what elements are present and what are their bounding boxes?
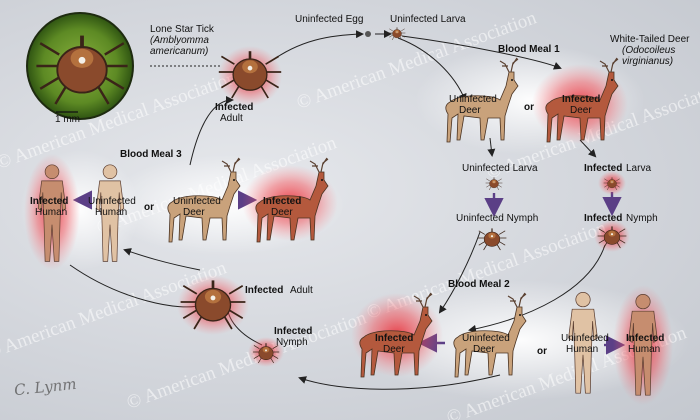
infected-adult-bottom-label-2: Adult <box>290 285 313 296</box>
infected-deer-middle-label-2: Deer <box>271 207 293 218</box>
infected-human-left-label: Infected <box>30 196 69 207</box>
infected-nymph-bottom-label: Infected <box>274 326 313 337</box>
deer-species-label: (Odocoileus <box>622 45 676 56</box>
infected-larva-label: Infected <box>584 163 623 174</box>
uninfected-deer-bottom-label-2: Deer <box>473 344 495 355</box>
tick-magnified-image <box>26 12 220 120</box>
infected-human-left-label-2: Human <box>35 207 68 218</box>
infected-deer-top-label: Infected <box>562 94 601 105</box>
white-tailed-deer-label: White-Tailed Deer <box>610 34 690 45</box>
blood-meal-3-label: Blood Meal 3 <box>120 149 182 160</box>
uninfected-deer-top-label-2: Deer <box>459 105 481 116</box>
or-label-bottom: or <box>537 346 547 357</box>
infected-deer-bottom-label-2: Deer <box>383 344 405 355</box>
uninfected-human-left-label: Uninfected <box>88 196 136 207</box>
uninfected-larva-label: Uninfected Larva <box>462 163 538 174</box>
infected-human-bottom-label-2: Human <box>628 344 661 355</box>
infected-nymph-bottom-label-2: Nymph <box>276 337 308 348</box>
blood-meal-1-label: Blood Meal 1 <box>498 44 560 55</box>
infected-deer-middle-label: Infected <box>263 196 302 207</box>
deer-species-label-2: virginianus) <box>622 56 674 67</box>
uninfected-deer-bottom-label: Uninfected <box>462 333 510 344</box>
uninfected-human-bottom-label-2: Human <box>566 344 599 355</box>
scale-label: 1 mm <box>55 114 80 125</box>
uninfected-human-bottom-label: Uninfected <box>561 333 609 344</box>
or-label-top: or <box>524 102 534 113</box>
uninfected-nymph-label: Uninfected Nymph <box>456 213 539 224</box>
uninfected-human-left-label-2: Human <box>95 207 128 218</box>
infected-larva-label-2: Larva <box>626 163 652 174</box>
lone-star-species-label-2: americanum) <box>150 46 209 57</box>
infected-nymph-label-2: Nymph <box>626 213 658 224</box>
uninfected-egg-label: Uninfected Egg <box>295 14 364 25</box>
infected-deer-top-label-2: Deer <box>570 105 592 116</box>
infected-human-bottom-label: Infected <box>626 333 665 344</box>
uninfected-deer-middle-label: Uninfected <box>173 196 221 207</box>
uninfected-larva-top-label: Uninfected Larva <box>390 14 466 25</box>
uninfected-deer-top-label: Uninfected <box>449 94 497 105</box>
infected-adult-label: Infected <box>215 102 254 113</box>
infected-nymph-label: Infected <box>584 213 623 224</box>
uninfected-deer-middle-label-2: Deer <box>183 207 205 218</box>
infected-deer-bottom-label: Infected <box>375 333 414 344</box>
blood-meal-2-label: Blood Meal 2 <box>448 279 510 290</box>
or-label-middle: or <box>144 202 154 213</box>
infected-adult-label-2: Adult <box>220 113 243 124</box>
lone-star-species-label: (Amblyomma <box>150 35 209 46</box>
lone-star-tick-label: Lone Star Tick <box>150 24 214 35</box>
infected-adult-bottom-label: Infected <box>245 285 284 296</box>
